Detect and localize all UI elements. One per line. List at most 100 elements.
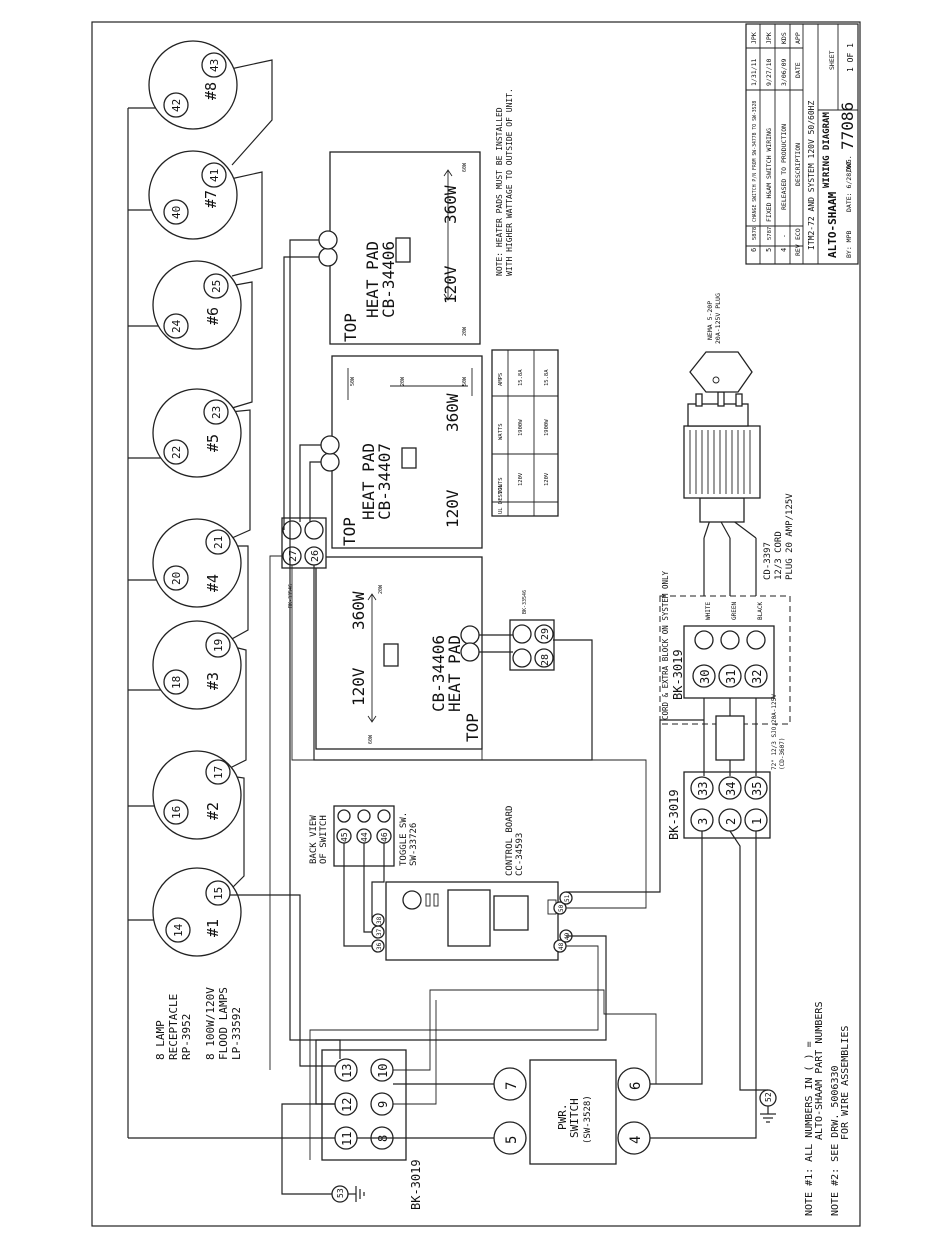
svg-text:10: 10 xyxy=(376,1064,390,1078)
terminal-block-27-26: 27 26 BK-33546 xyxy=(281,517,327,608)
svg-text:45: 45 xyxy=(340,832,349,842)
svg-text:SW-33726: SW-33726 xyxy=(409,823,419,866)
lamp-7-receptacle xyxy=(148,150,238,240)
svg-text:HEAT PAD: HEAT PAD xyxy=(445,635,464,712)
svg-text:13: 13 xyxy=(340,1064,354,1078)
cord-extra-block: 30 31 32 BK-3019 CORD & EXTRA BLOCK ON S… xyxy=(659,571,791,770)
svg-text:34: 34 xyxy=(724,782,738,796)
control-board: 50 51 48 49 36 37 38 CONTROL BOARD CC-34… xyxy=(371,806,573,961)
power-switch: 7 5 6 4 PWR. SWITCH (SW-3528) xyxy=(493,1059,651,1165)
lamp-6-terminal-left: 24 xyxy=(170,319,183,333)
drawing-number: 77086 xyxy=(838,102,857,150)
brand-logo: ALTO-SHAAM xyxy=(826,191,839,258)
lamp-1-label: #1 xyxy=(204,919,222,937)
svg-text:SWITCH: SWITCH xyxy=(568,1098,581,1138)
svg-text:12: 12 xyxy=(340,1098,354,1112)
svg-text:BK-3019: BK-3019 xyxy=(409,1159,423,1210)
ground-53: 53 xyxy=(331,1185,365,1203)
lamp-4-receptacle xyxy=(152,518,242,608)
lamp-6-receptacle xyxy=(152,260,242,350)
rev-row-1-rev: 6 xyxy=(750,248,758,252)
lamp-1-terminal-left: 14 xyxy=(172,923,185,937)
svg-text:TOP: TOP xyxy=(463,713,482,742)
svg-text:120V: 120V xyxy=(544,472,550,486)
svg-text:6: 6 xyxy=(628,1082,644,1090)
lamp-8-terminal-right: 43 xyxy=(208,59,221,72)
svg-text:CC-34593: CC-34593 xyxy=(515,833,525,876)
note-1-line-1: NOTE #1: ALL NUMBERS IN ( ) = xyxy=(804,1041,815,1216)
lamp-6-terminal-right: 25 xyxy=(210,280,223,293)
svg-text:15.8A: 15.8A xyxy=(518,369,524,386)
svg-text:HEAT PAD: HEAT PAD xyxy=(363,241,382,318)
svg-text:TOP: TOP xyxy=(340,517,359,546)
svg-text:NEMA 5-20P: NEMA 5-20P xyxy=(706,301,714,340)
svg-text:GREEN: GREEN xyxy=(731,602,738,620)
lamp-receptacles: 42 43 #8 40 41 #7 24 25 #6 22 23 #5 20 2… xyxy=(127,40,273,1138)
svg-text:WITH HIGHER WATTAGE TO OUTSIDE: WITH HIGHER WATTAGE TO OUTSIDE OF UNIT. xyxy=(505,88,514,276)
svg-text:360W: 360W xyxy=(349,591,368,630)
heat-pad-note: NOTE: HEATER PADS MUST BE INSTALLED WITH… xyxy=(495,88,514,276)
specs-header-volts: VOLTS xyxy=(498,477,504,494)
lamp-5-terminal-left: 22 xyxy=(170,446,183,459)
svg-text:46: 46 xyxy=(380,832,389,842)
svg-text:31: 31 xyxy=(724,670,738,684)
lamp-5-label: #5 xyxy=(204,434,222,452)
lamp-5-receptacle xyxy=(152,388,242,478)
svg-text:1900W: 1900W xyxy=(518,419,524,436)
rev-row-1-date: 1/31/11 xyxy=(750,59,758,86)
rev-row-3-app: KDS xyxy=(780,32,788,44)
svg-text:BK-3019: BK-3019 xyxy=(671,649,685,700)
svg-text:8 100W/120V: 8 100W/120V xyxy=(204,987,217,1060)
sheet-value: 1 OF 1 xyxy=(846,43,855,72)
svg-text:LP-33592: LP-33592 xyxy=(230,1007,243,1060)
svg-text:CONTROL BOARD: CONTROL BOARD xyxy=(505,806,515,876)
lamp-3-terminal-left: 18 xyxy=(170,676,183,689)
lamp-7-terminal-right: 41 xyxy=(208,169,221,182)
lamp-note: 8 LAMP RECEPTACLE RP-3952 8 100W/120V FL… xyxy=(154,987,243,1060)
notes: NOTE #1: ALL NUMBERS IN ( ) = ALTO-SHAAM… xyxy=(804,1002,851,1216)
svg-text:PLUG 20 AMP/125V: PLUG 20 AMP/125V xyxy=(785,493,795,580)
svg-text:32: 32 xyxy=(750,670,764,684)
svg-text:9: 9 xyxy=(376,1101,390,1108)
system-description: ITM2-72 AND SYSTEM 120V 50/60HZ xyxy=(807,101,816,250)
note-1-line-2: ALTO-SHAAM PART NUMBERS xyxy=(814,1002,825,1140)
rev-row-1-desc: CHANGE SWITCH P/N FROM SW-34778 TO SW-35… xyxy=(752,101,758,222)
drawing-title: WIRING DIAGRAM xyxy=(822,112,832,188)
rev-header-date: DATE xyxy=(794,62,802,78)
lamp-8-terminal-left: 42 xyxy=(170,99,183,112)
svg-text:RP-3952: RP-3952 xyxy=(180,1014,193,1060)
svg-text:48: 48 xyxy=(558,942,565,950)
svg-text:12/3 CORD: 12/3 CORD xyxy=(774,531,784,580)
svg-text:35: 35 xyxy=(750,782,764,796)
svg-text:CD-3397: CD-3397 xyxy=(763,542,773,580)
svg-text:RECEPTACLE: RECEPTACLE xyxy=(167,994,180,1060)
svg-text:60W: 60W xyxy=(462,162,468,172)
rev-row-2-rev: 5 xyxy=(765,248,773,252)
svg-text:44: 44 xyxy=(360,832,369,842)
svg-text:HEAT PAD: HEAT PAD xyxy=(359,443,378,520)
svg-text:50: 50 xyxy=(558,904,565,912)
heat-pad-a: TOP HEAT PAD CB-34406 120V 360W 60W 20W xyxy=(318,151,481,345)
svg-text:37: 37 xyxy=(376,928,383,936)
svg-text:TOGGLE SW.: TOGGLE SW. xyxy=(399,812,409,866)
svg-text:WHITE: WHITE xyxy=(705,602,712,620)
svg-text:26: 26 xyxy=(310,550,321,562)
svg-text:5: 5 xyxy=(504,1136,520,1144)
svg-text:(CD-3607): (CD-3607) xyxy=(779,737,786,770)
svg-text:4: 4 xyxy=(628,1136,644,1144)
svg-text:OF SWITCH: OF SWITCH xyxy=(319,815,329,864)
svg-text:52: 52 xyxy=(764,1092,773,1102)
svg-text:7: 7 xyxy=(504,1082,520,1090)
specs-table: UL DESIGN VOLTS WATTS AMPS 120V 1900W 15… xyxy=(491,349,559,517)
lamp-6-label: #6 xyxy=(204,307,222,325)
lamp-4-terminal-left: 20 xyxy=(170,572,183,585)
svg-text:PWR.: PWR. xyxy=(556,1104,569,1131)
lamp-4-label: #4 xyxy=(204,574,222,592)
lamp-3-receptacle xyxy=(152,620,242,710)
rev-row-3-date: 3/06/09 xyxy=(780,59,788,86)
svg-text:(SW-3528): (SW-3528) xyxy=(583,1095,593,1144)
svg-text:27: 27 xyxy=(288,550,299,562)
specs-header-watts: WATTS xyxy=(498,423,504,440)
svg-text:50W: 50W xyxy=(350,376,356,386)
